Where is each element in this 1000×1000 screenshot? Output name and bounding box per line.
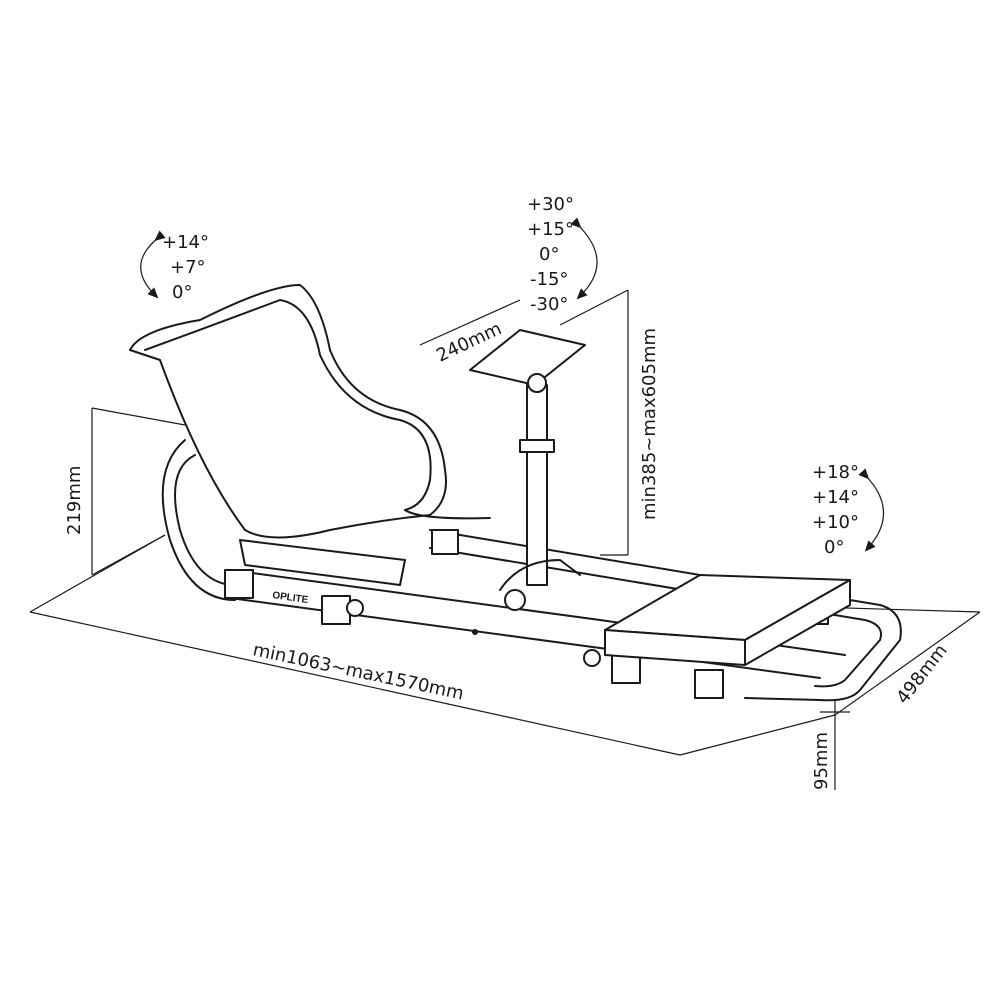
seat-angle: +14° [162, 232, 209, 253]
seat-tilt-arrow-icon [140, 230, 166, 299]
pedal-angle: 0° [824, 537, 844, 558]
wheel-tilt-labels: +30° +15° 0° -15° -30° [527, 194, 574, 315]
pedal-angle: +18° [812, 462, 859, 483]
dimension-lines [29, 289, 981, 790]
seat-tilt-labels: +14° +7° 0° [162, 232, 209, 303]
length-label: min1063~max1570mm [251, 639, 466, 704]
wheel-angle: -30° [530, 294, 568, 315]
pedal-angle: +14° [812, 487, 859, 508]
wheel-stand [469, 329, 586, 611]
frame-height-label: 95mm [811, 732, 832, 790]
wheel-angle: +30° [527, 194, 574, 215]
pedal-plate [604, 574, 851, 666]
seat-angle: +7° [170, 257, 206, 278]
wheel-angle: +15° [527, 219, 574, 240]
frame-logo: OPLITE [272, 590, 310, 606]
wheel-tilt-arrow-icon [570, 217, 598, 300]
wheel-height-label: min385~max605mm [639, 328, 660, 520]
seat [129, 284, 491, 586]
pedal-tilt-arrow-icon [858, 468, 885, 552]
width-label: 498mm [892, 640, 951, 708]
wheel-angle: -15° [530, 269, 568, 290]
seat-height-label: 219mm [64, 466, 85, 535]
seat-angle: 0° [172, 282, 192, 303]
pedal-tilt-labels: +18° +14° +10° 0° [812, 462, 859, 558]
pedal-angle: +10° [812, 512, 859, 533]
wheel-angle: 0° [539, 244, 559, 265]
